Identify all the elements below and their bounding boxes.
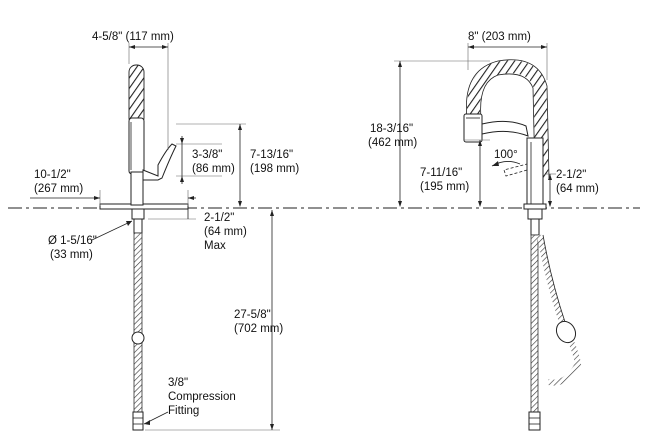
- deck-label-b: (64 mm): [556, 183, 599, 195]
- spout-height-label-a: 7-13/16": [250, 149, 293, 161]
- front-shank: [530, 218, 540, 236]
- coil-width-label: 8" (203 mm): [468, 31, 531, 43]
- handle-reach-label-b: (86 mm): [192, 163, 235, 175]
- left-dimensions: [30, 43, 280, 431]
- base-plate: [99, 203, 189, 210]
- spout-height-label-b: (198 mm): [250, 163, 299, 175]
- hose-weight-front: [555, 320, 577, 344]
- faucet-body-front: [526, 137, 544, 207]
- deck-max-label-a: 2-1/2": [204, 212, 234, 224]
- compression-fitting: [132, 411, 144, 431]
- supply-length-label-b: (702 mm): [234, 323, 283, 335]
- total-height-label-b: (462 mm): [368, 137, 417, 149]
- faucet-handle: [142, 143, 177, 181]
- spring-coil: [128, 64, 145, 126]
- faucet-body: [130, 171, 144, 206]
- supply-hose: [133, 232, 143, 414]
- total-height-label-a: 18-3/16": [370, 123, 413, 135]
- deck-max-label-b: (64 mm): [204, 226, 247, 238]
- angle-label: 100°: [494, 149, 518, 161]
- spray-height-label-b: (195 mm): [420, 181, 469, 193]
- shank: [133, 218, 143, 234]
- handle-swing: [503, 163, 528, 177]
- right-dimensions: [394, 43, 556, 207]
- top-width-label: 4-5/8" (117 mm): [92, 31, 174, 43]
- right-labels: 8" (203 mm) 18-3/16" (462 mm) 7-11/16" (…: [368, 31, 599, 195]
- right-faucet-front-view: [463, 59, 582, 431]
- base-plate-label-a: 10-1/2": [34, 169, 71, 181]
- hose-weight: [131, 331, 145, 345]
- hole-diameter-label-a: Ø 1-5/16": [48, 235, 97, 247]
- front-base: [523, 203, 547, 210]
- deck-label-a: 2-1/2": [556, 169, 586, 181]
- base-plate-label-b: (267 mm): [34, 183, 83, 195]
- fitting-label-b: Compression: [168, 391, 236, 403]
- spout-arm: [481, 120, 529, 137]
- left-faucet-side-view: [99, 64, 189, 431]
- handle-reach-label-a: 3-3/8": [192, 149, 222, 161]
- hole-diameter-label-b: (33 mm): [50, 249, 93, 261]
- fitting-label-c: Fitting: [168, 405, 199, 417]
- mounting-nut: [131, 208, 145, 220]
- front-mounting-nut: [527, 208, 543, 220]
- supply-length-label-a: 27-5/8": [234, 309, 271, 321]
- front-supply-hose: [530, 234, 539, 414]
- left-labels: 4-5/8" (117 mm) 3-3/8" (86 mm) 7-13/16" …: [34, 31, 299, 417]
- fitting-label-a: 3/8": [168, 377, 188, 389]
- front-compression-fitting: [528, 411, 541, 431]
- spring-coil-arc: [467, 60, 549, 179]
- spray-height-label-a: 7-11/16": [420, 167, 462, 179]
- pulldown-hose-loop: [537, 234, 582, 386]
- deck-max-label-c: Max: [204, 240, 226, 252]
